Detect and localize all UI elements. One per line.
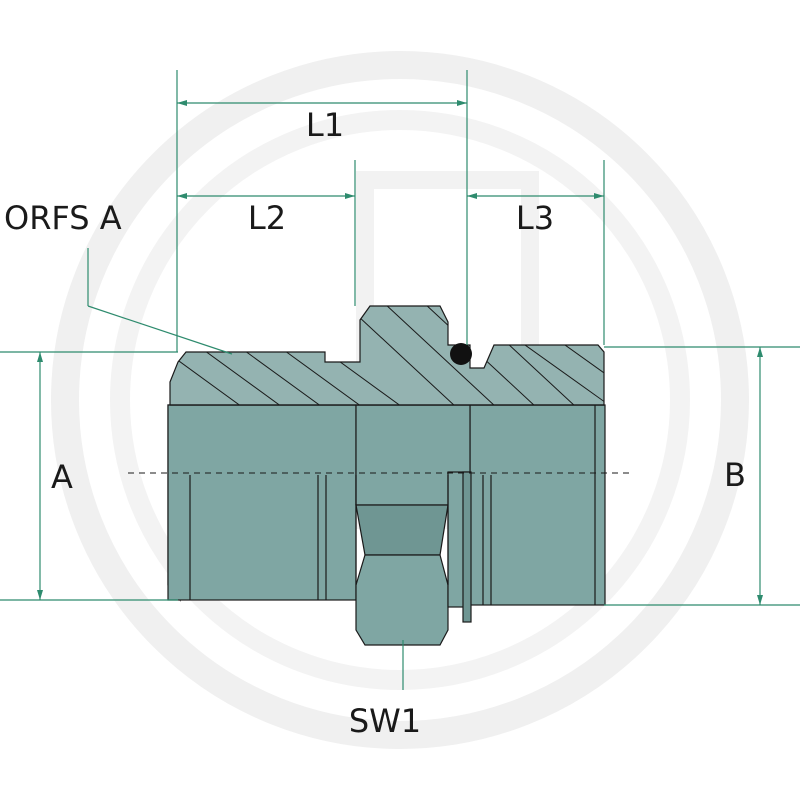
label-l3: L3	[516, 199, 554, 237]
collar-edge	[462, 471, 472, 623]
right-body	[469, 404, 606, 606]
dimension-lines	[0, 70, 800, 690]
label-b: B	[724, 456, 746, 494]
hex-nut	[355, 554, 449, 646]
label-a: A	[51, 458, 73, 496]
label-l2: L2	[248, 199, 286, 237]
label-l1: L1	[306, 106, 344, 144]
fitting-body	[167, 404, 606, 646]
left-body	[167, 404, 357, 601]
o-ring	[450, 343, 472, 365]
label-sw1: SW1	[349, 702, 421, 740]
hex-upper-face	[355, 504, 449, 556]
section-view	[169, 305, 605, 406]
label-orfs: ORFS A	[4, 199, 122, 237]
